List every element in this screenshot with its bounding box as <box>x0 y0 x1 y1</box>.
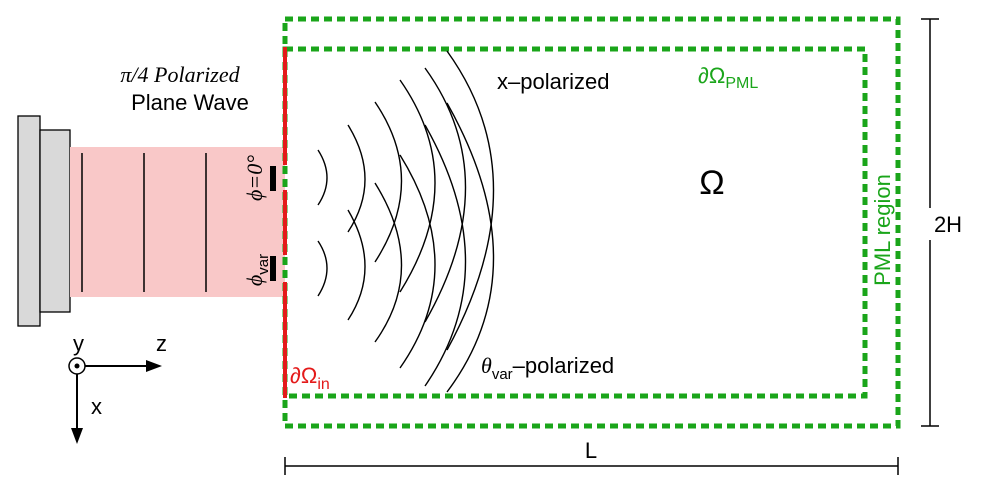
pml-boundary-label: ∂ΩPML <box>698 63 758 92</box>
inlet-boundary-label: ∂Ωin <box>290 363 330 393</box>
source-device <box>17 115 71 327</box>
source-title-line1: π/4 Polarized <box>120 62 240 87</box>
y-axis-dot <box>74 363 80 369</box>
x-polarized-label: x–polarized <box>497 69 610 94</box>
axis-x-label: x <box>91 394 102 419</box>
wave-arc-upper <box>399 79 436 293</box>
theta-sub: var <box>492 366 513 383</box>
domain-label: Ω <box>699 164 724 202</box>
pi-fraction: π/4 Polarized <box>120 62 240 87</box>
length-dim-label: L <box>585 438 597 463</box>
phase-plate-zero <box>270 166 276 191</box>
wave-arc-upper <box>374 101 403 263</box>
phi-var-sub: var <box>255 254 272 275</box>
wave-arc-lower <box>399 154 436 369</box>
pml-boundary-main: ∂Ω <box>698 63 725 88</box>
inlet-boundary-main: ∂Ω <box>290 363 317 388</box>
source-back-plate <box>17 115 41 327</box>
height-dim-label: 2H <box>934 212 962 237</box>
wave-arc-lower <box>347 209 366 321</box>
theta-suffix: –polarized <box>513 353 615 378</box>
height-dim-label-bg <box>928 208 972 240</box>
phi-zero-label: ϕ=0° <box>242 155 267 201</box>
plane-wavefronts <box>81 153 207 292</box>
source-title-line2: Plane Wave <box>131 90 249 115</box>
wave-arc-upper <box>424 67 467 323</box>
axis-z-label: z <box>156 331 167 356</box>
x-axis-arrowhead <box>71 428 83 444</box>
wave-arc-lower <box>446 102 495 393</box>
inlet-boundary-sub: in <box>317 376 329 393</box>
wave-arc-upper <box>317 149 328 206</box>
spherical-wavefronts <box>317 50 495 393</box>
phase-plate-var <box>270 256 276 281</box>
pml-region-label: PML region <box>870 174 895 286</box>
z-axis-arrowhead <box>146 360 162 372</box>
theta-polarized-label: θvar–polarized <box>481 353 614 383</box>
pml-inner-boundary <box>282 46 868 399</box>
wave-arc-lower <box>317 240 328 297</box>
source-front-plate <box>39 129 71 313</box>
phi-var-label: ϕvar <box>242 254 272 286</box>
phi-var-symbol: ϕ <box>242 275 267 286</box>
incident-beam <box>70 147 285 297</box>
theta-symbol: θ <box>481 353 492 378</box>
pml-boundary-sub: PML <box>725 75 758 92</box>
wave-arc-lower <box>424 124 467 387</box>
axis-y-label: y <box>73 331 84 356</box>
wave-arc-lower <box>374 182 403 343</box>
coordinate-axes <box>68 357 162 444</box>
length-dimension <box>284 457 899 475</box>
wave-arc-upper <box>446 50 495 351</box>
